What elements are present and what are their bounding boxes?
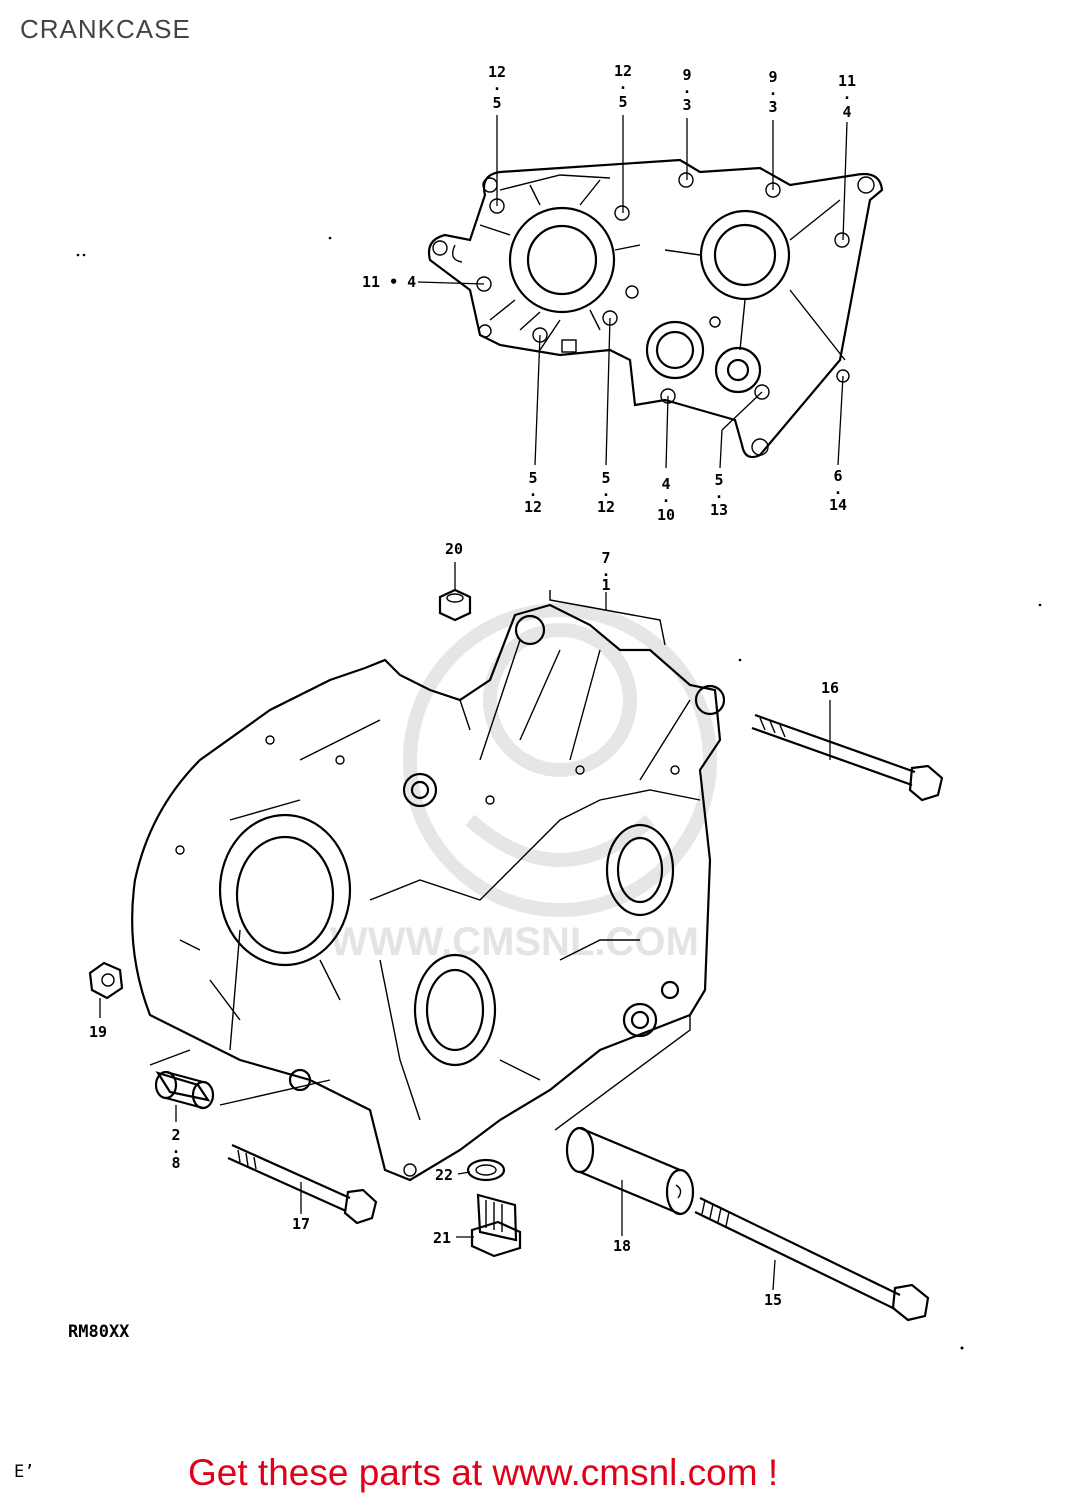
callout-dot: . xyxy=(682,79,691,97)
crankcase-side-view xyxy=(427,158,884,459)
callout-label: 13 xyxy=(710,501,728,519)
upper-leader-lines xyxy=(417,115,848,469)
callout-label: 12 xyxy=(524,498,542,516)
callout-dot: . xyxy=(714,484,723,502)
callout-dot: . xyxy=(618,75,627,93)
callout-dot: . xyxy=(833,480,842,498)
crankcase-isometric-view xyxy=(131,590,726,1182)
scan-dot xyxy=(328,236,332,240)
nut-19 xyxy=(88,961,124,1000)
callout-label: 7 xyxy=(601,549,610,567)
callout-label: 3 xyxy=(682,96,691,114)
callout-label: 19 xyxy=(89,1023,107,1041)
callout-label: 20 xyxy=(445,540,463,558)
callout-label: 5 xyxy=(492,94,501,112)
callout-label: 14 xyxy=(829,496,847,514)
callout-label: 3 xyxy=(768,98,777,116)
bolt-15 xyxy=(694,1197,930,1322)
callout-label: 5 xyxy=(618,93,627,111)
dowel-pin-2 xyxy=(154,1070,215,1110)
drain-plug-21 xyxy=(470,1193,522,1258)
callout-dot: . xyxy=(768,81,777,99)
callout-dot: . xyxy=(492,76,501,94)
footer-mark: E’ xyxy=(14,1462,35,1482)
callout-label: 4 xyxy=(842,103,851,121)
callout-label: 5 xyxy=(528,469,537,487)
callout-label: 12 xyxy=(597,498,615,516)
spacer-18 xyxy=(565,1126,695,1216)
callout-label: 6 xyxy=(833,467,842,485)
lower-leader-lines xyxy=(99,562,831,1291)
callout-label: 8 xyxy=(171,1154,180,1172)
scan-dot xyxy=(76,253,80,257)
callout-label: 12 xyxy=(488,63,506,81)
washer-22 xyxy=(466,1158,506,1182)
callout-label: 9 xyxy=(682,66,691,84)
callout-dot: . xyxy=(661,488,670,506)
callout-label: 21 xyxy=(433,1229,451,1247)
callout-label: 11 xyxy=(838,72,856,90)
scan-dot xyxy=(738,658,742,662)
page-title: CRANKCASE xyxy=(20,14,191,44)
callout-label: 1 xyxy=(601,576,610,594)
callout-label: 16 xyxy=(821,679,839,697)
callout-dot: . xyxy=(528,482,537,500)
scan-dot xyxy=(1038,603,1042,607)
upper-callouts: 12 . 5 12 . 5 9 . 3 9 . 3 11 . 4 11 • 4 … xyxy=(362,62,856,524)
watermark-text: WWW.CMSNL.COM xyxy=(330,920,699,964)
callout-label: 12 xyxy=(614,62,632,80)
callout-label: 11 • 4 xyxy=(362,273,416,291)
bolt-16 xyxy=(751,713,944,802)
cmsnl-parts-link[interactable]: Get these parts at www.cmsnl.com ! xyxy=(188,1452,779,1493)
callout-label: 10 xyxy=(657,506,675,524)
callout-label: 4 xyxy=(661,475,670,493)
callout-label: 5 xyxy=(601,469,610,487)
lower-callouts: 20 7 . 1 16 19 2 . 8 22 21 17 18 15 xyxy=(89,540,839,1309)
callout-dot: . xyxy=(171,1139,180,1157)
bolt-17 xyxy=(227,1143,378,1225)
callout-label: 18 xyxy=(613,1237,631,1255)
callout-label: 22 xyxy=(435,1166,453,1184)
callout-label: 9 xyxy=(768,68,777,86)
model-code: RM80XX xyxy=(68,1322,130,1342)
nut-20 xyxy=(438,588,472,622)
scan-dot xyxy=(82,253,86,257)
callout-label: 17 xyxy=(292,1215,310,1233)
callout-dot: . xyxy=(601,562,610,580)
callout-dot: . xyxy=(601,482,610,500)
callout-dot: . xyxy=(842,85,851,103)
scan-dot xyxy=(960,1346,964,1350)
callout-label: 5 xyxy=(714,471,723,489)
callout-label: 2 xyxy=(171,1126,180,1144)
callout-label: 15 xyxy=(764,1291,782,1309)
